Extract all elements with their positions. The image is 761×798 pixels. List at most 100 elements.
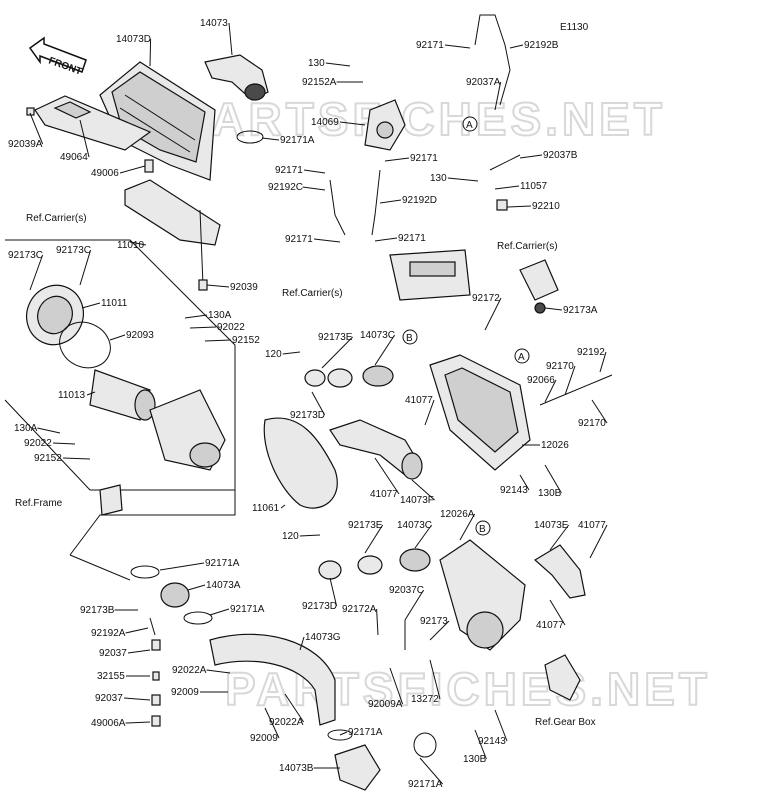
leader-line	[261, 137, 280, 141]
part-label-130A: 130A	[14, 423, 61, 434]
part-label-92173: 92173	[420, 616, 450, 641]
leader-line	[325, 62, 351, 67]
duct-14073B	[334, 744, 381, 791]
part-label-92037C: 92037C	[389, 585, 425, 621]
ref-frame: Ref.Frame	[15, 498, 63, 509]
leader-line	[339, 731, 348, 736]
leader-line	[189, 326, 217, 329]
part-label-92171: 92171	[374, 233, 426, 244]
leader-line	[444, 44, 471, 49]
bolt-92039	[198, 279, 208, 291]
part-label-14073D: 14073D	[116, 34, 152, 67]
part-number: 49006	[91, 168, 119, 179]
leader-line	[506, 205, 532, 208]
part-label-92171: 92171	[275, 165, 326, 176]
leader-line	[484, 297, 502, 331]
gear-box-ref	[544, 654, 581, 701]
filter-plate-49064	[34, 95, 152, 151]
leader-line	[339, 121, 366, 126]
part-number: 120	[265, 349, 282, 360]
leader-line	[206, 284, 230, 288]
part-number: 130B	[538, 488, 562, 499]
leader-line	[129, 241, 147, 246]
leader-line	[125, 627, 149, 634]
part-number: 92173A	[563, 305, 598, 316]
part-number: 92152	[34, 453, 62, 464]
duct-14073C-bottom	[318, 548, 431, 580]
leader-line	[52, 442, 76, 445]
part-label-92173E: 92173E	[318, 332, 353, 369]
duct-14073	[204, 54, 269, 101]
leader-line	[149, 38, 152, 67]
leader-line	[284, 693, 305, 723]
leader-line	[591, 399, 608, 424]
part-label-92009: 92009	[250, 707, 280, 744]
part-label-92192A: 92192A	[91, 627, 149, 639]
callout-a-mid: A	[514, 348, 530, 364]
part-label-92037: 92037	[99, 648, 151, 659]
part-label-92173B: 92173B	[80, 605, 138, 616]
part-number: 92022A	[269, 717, 304, 728]
leader-line	[302, 186, 326, 191]
part-number: 130	[308, 58, 325, 69]
part-label-14073A: 14073A	[187, 580, 241, 591]
part-number: 92192B	[524, 40, 559, 51]
part-number: 92192A	[91, 628, 126, 639]
part-number: 14073A	[206, 580, 241, 591]
leader-line	[599, 351, 607, 373]
part-label-92171A: 92171A	[261, 135, 315, 146]
leader-line	[404, 589, 425, 621]
part-number: 14073C	[360, 330, 395, 341]
part-number: 12026	[541, 440, 569, 451]
leader-line	[29, 112, 44, 145]
part-label-92173E: 92173E	[348, 520, 384, 554]
part-label-130A: 130A	[184, 310, 232, 321]
part-label-130B: 130B	[538, 464, 562, 499]
leader-line	[184, 314, 208, 319]
part-label-11011: 11011	[81, 298, 128, 309]
part-label-130: 130	[430, 173, 479, 184]
part-number: 92022A	[172, 665, 207, 676]
part-label-130B: 130B	[463, 729, 487, 765]
part-number: 92039	[230, 282, 258, 293]
leader-line	[119, 165, 146, 174]
valve-14069	[364, 99, 406, 151]
part-label-92171A: 92171A	[339, 727, 383, 738]
leader-line	[29, 254, 44, 291]
part-number: 92192	[577, 347, 605, 358]
part-label-14073C: 14073C	[360, 330, 395, 366]
leader-line	[311, 391, 326, 416]
diagram-code: E1130	[560, 22, 589, 33]
part-label-41077: 41077	[405, 395, 435, 426]
leader-line	[313, 238, 341, 243]
part-label-13272: 13272	[411, 659, 441, 705]
grommet-49006	[144, 159, 154, 173]
leader-line	[494, 81, 502, 111]
part-label-14073G: 14073G	[299, 632, 341, 651]
part-number: 92171A	[348, 727, 383, 738]
svg-text:A: A	[518, 352, 525, 363]
part-number: 92171	[416, 40, 444, 51]
part-number: 92037B	[543, 150, 578, 161]
leader-line	[379, 199, 402, 204]
part-number: 130B	[463, 754, 487, 765]
part-number: 92037	[99, 648, 127, 659]
part-label-92171A: 92171A	[159, 558, 240, 571]
filter-housing	[149, 389, 226, 471]
part-label-14073E: 14073E	[534, 520, 570, 551]
carrier-bracket-top	[124, 179, 221, 246]
frame-bracket	[99, 484, 123, 516]
part-label-11013: 11013	[58, 390, 96, 401]
duct-14073F	[329, 419, 423, 480]
part-number: 130	[430, 173, 447, 184]
leader-line	[81, 302, 101, 309]
leader-line	[159, 562, 205, 571]
ref-gear-box: Ref.Gear Box	[535, 717, 596, 728]
leader-line	[519, 474, 530, 491]
callout-b-bottom: B	[475, 520, 491, 536]
part-number: 14073D	[116, 34, 151, 45]
part-number: 14073G	[305, 632, 341, 643]
front-arrow-icon: FRONT	[28, 36, 87, 78]
part-number: 92210	[532, 201, 560, 212]
